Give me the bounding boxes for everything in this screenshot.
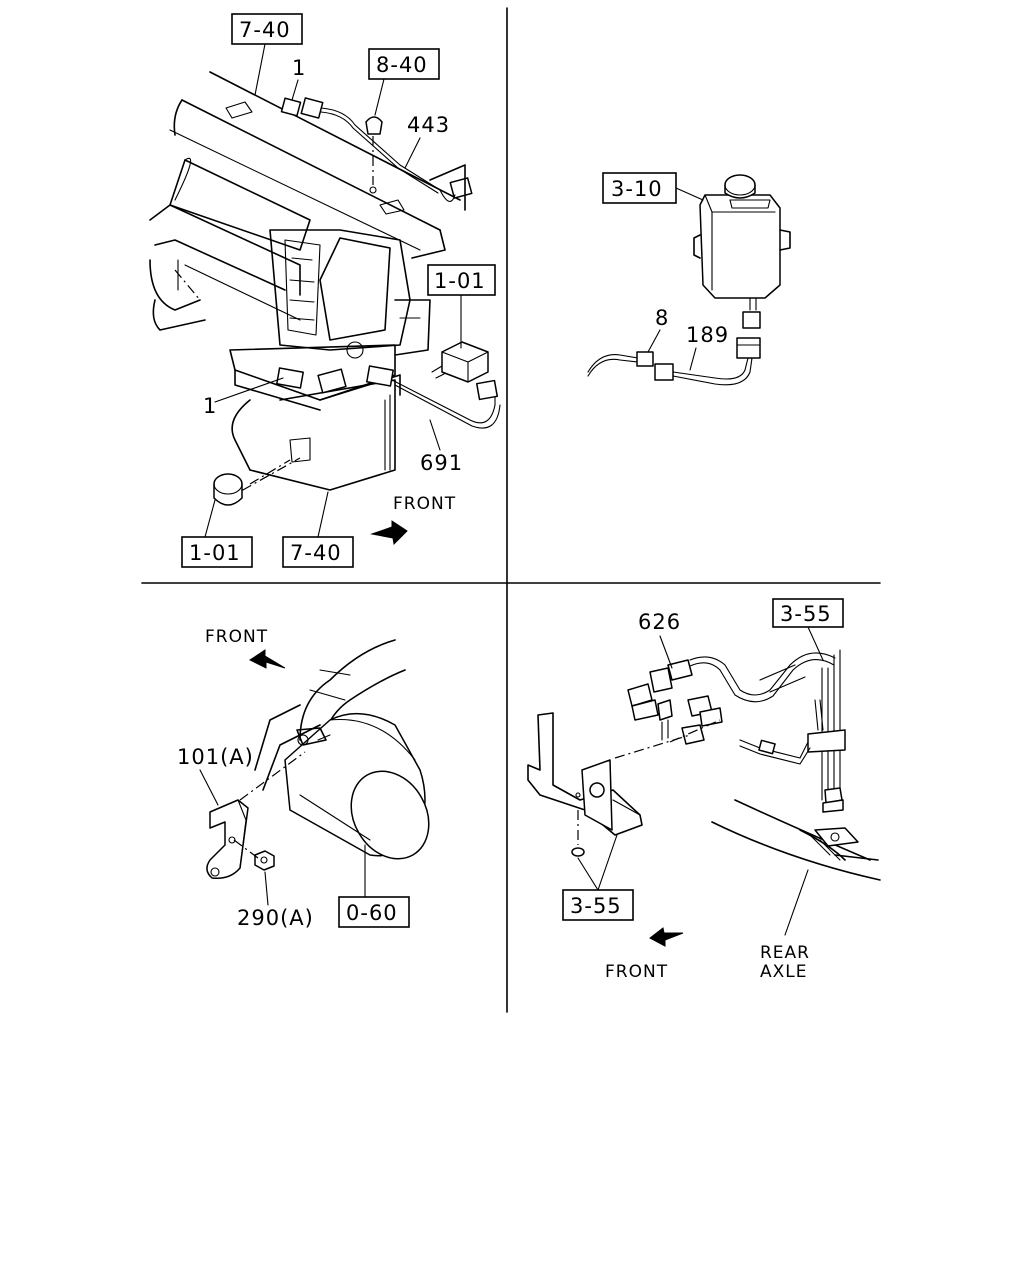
part-626: 626 bbox=[638, 610, 681, 634]
axle-label: AXLE bbox=[760, 962, 808, 982]
ref-8-40: 8-40 bbox=[376, 53, 428, 77]
ref-7-40-bottom: 7-40 bbox=[290, 541, 342, 565]
reservoir-drawing bbox=[587, 174, 791, 386]
part-101a: 101(A) bbox=[177, 745, 254, 769]
part-1-top: 1 bbox=[292, 56, 306, 80]
rear-label: REAR bbox=[760, 943, 810, 963]
ref-1-01-right: 1-01 bbox=[434, 269, 486, 293]
panel-dividers bbox=[141, 7, 881, 1013]
part-443: 443 bbox=[407, 113, 450, 137]
ref-3-55-top: 3-55 bbox=[780, 602, 832, 626]
canister-drawing bbox=[206, 639, 430, 880]
ref-3-55-bottom: 3-55 bbox=[570, 894, 622, 918]
panel-bottom-right: 626 3-55 3-55 FRONT REAR AXLE bbox=[527, 598, 881, 982]
front-arrow-icon bbox=[370, 520, 408, 546]
front-arrow-icon-2 bbox=[249, 649, 286, 669]
part-189: 189 bbox=[686, 323, 729, 347]
ref-3-10: 3-10 bbox=[611, 177, 663, 201]
part-1-left: 1 bbox=[203, 394, 217, 418]
brake-lines-drawing bbox=[527, 649, 881, 881]
part-691: 691 bbox=[420, 451, 463, 475]
front-arrow-icon-3 bbox=[649, 927, 684, 947]
front-label-bottom-left: FRONT bbox=[205, 627, 268, 647]
ref-7-40-top: 7-40 bbox=[239, 18, 291, 42]
ref-1-01-bottom: 1-01 bbox=[189, 541, 241, 565]
part-290a: 290(A) bbox=[237, 906, 314, 930]
front-label-top-left: FRONT bbox=[393, 494, 456, 514]
panel-bottom-left: FRONT 101(A) 290(A) 0-60 bbox=[177, 627, 430, 930]
ref-0-60: 0-60 bbox=[346, 901, 398, 925]
panel-top-right: 3-10 8 189 bbox=[587, 172, 791, 386]
panel-top-left: 7-40 8-40 1 443 1-01 1 691 FRONT 1-01 7-… bbox=[149, 13, 501, 568]
front-label-bottom-right: FRONT bbox=[605, 962, 668, 982]
dashboard-drawing bbox=[149, 71, 501, 506]
cap-1-01 bbox=[213, 473, 243, 506]
part-8: 8 bbox=[655, 306, 669, 330]
